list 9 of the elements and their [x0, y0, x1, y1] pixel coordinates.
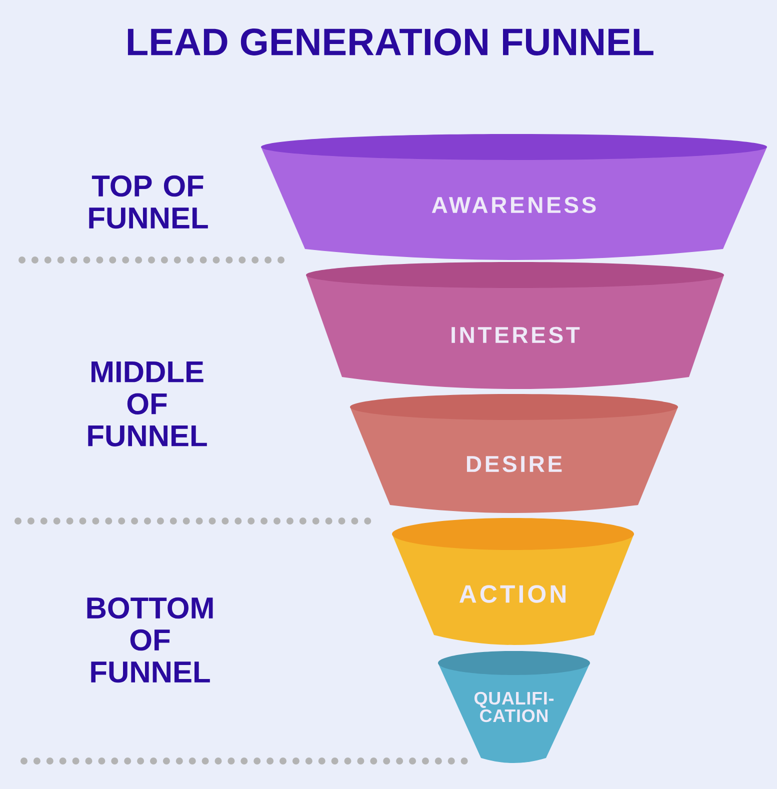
section-label: MIDDLE OF FUNNEL — [88, 362, 207, 446]
funnel-segment: DESIRE — [350, 394, 678, 513]
funnel-segment: AWARENESS — [261, 134, 767, 260]
section-label: BOTTOM OF FUNNEL — [87, 597, 213, 683]
funnel-segment: QUALIFI- CATION — [438, 651, 590, 763]
section-label: TOP OF FUNNEL — [89, 175, 208, 229]
funnel-segment: INTEREST — [306, 262, 724, 389]
funnel-segment: ACTION — [392, 518, 634, 645]
title: LEAD GENERATION FUNNEL — [128, 28, 654, 56]
